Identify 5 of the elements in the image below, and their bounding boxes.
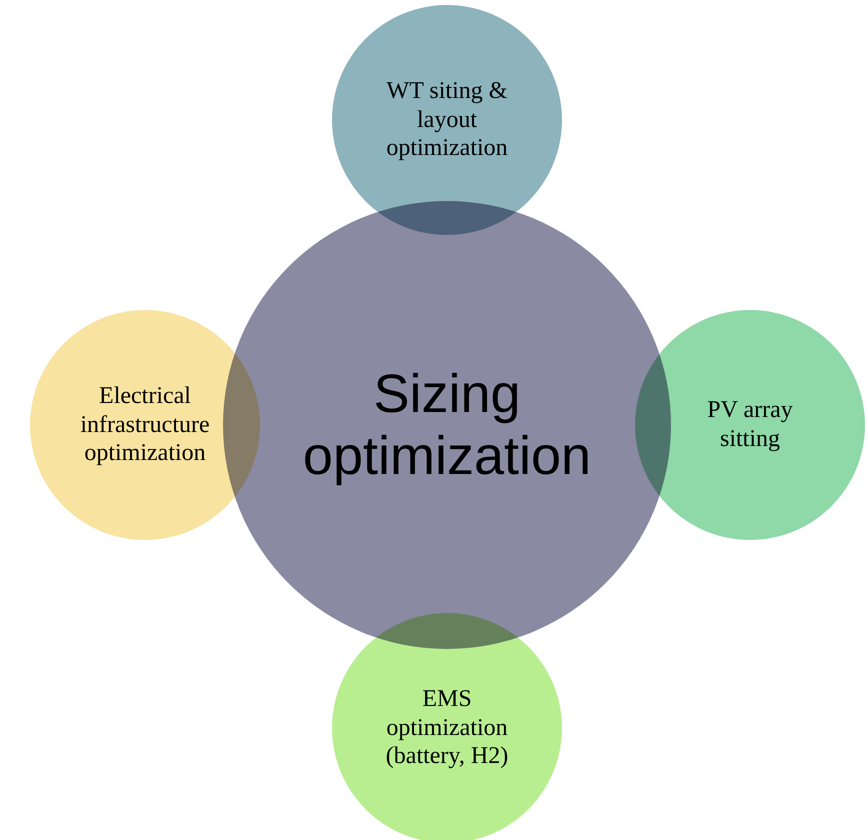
circle-label: Electrical infrastructure optimization (79, 382, 211, 468)
circle-label: PV array sitting (706, 396, 794, 454)
circle-label: WT siting & layout optimization (385, 76, 509, 164)
circle-label: EMS optimization (battery, H2) (384, 684, 510, 772)
circle-label: Sizing optimization (302, 362, 592, 488)
